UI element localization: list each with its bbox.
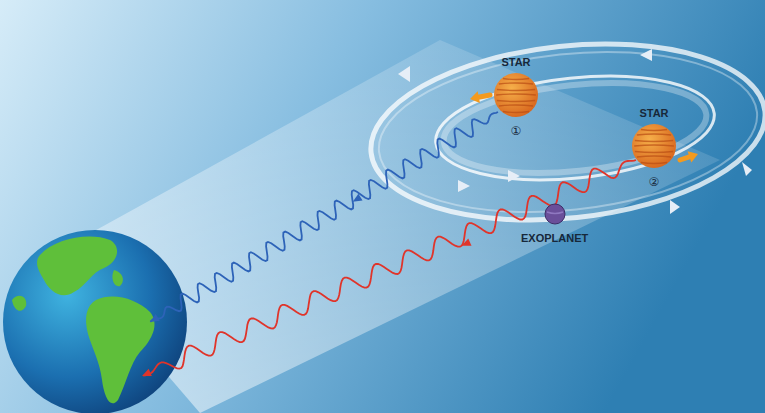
node-label: EXOPLANET <box>521 232 588 245</box>
disc-holder <box>543 202 567 230</box>
wave-arrowhead <box>142 369 152 376</box>
star-node: STAR ① <box>492 56 540 138</box>
disc-holder <box>492 71 540 123</box>
planet-node: EXOPLANET <box>521 200 588 245</box>
light-wave <box>143 160 636 376</box>
planet-disc <box>543 202 567 226</box>
light-wave <box>150 112 498 322</box>
wave-arrowhead <box>150 314 160 322</box>
disc-holder <box>630 122 678 174</box>
wave-arrowhead <box>353 194 363 202</box>
star-disc <box>492 71 540 119</box>
orbits <box>362 26 765 238</box>
orbit-direction-arrows <box>398 49 752 214</box>
earth <box>3 230 187 413</box>
node-label: STAR <box>639 107 668 120</box>
motion-arrow <box>470 91 490 103</box>
motion-arrow <box>680 151 698 162</box>
callout-number: ② <box>649 176 660 189</box>
node-label: STAR <box>501 56 530 69</box>
star-disc <box>630 122 678 170</box>
star-node: STAR ② <box>630 107 678 189</box>
wave-arrowhead <box>462 238 472 245</box>
callout-number: ① <box>511 125 522 138</box>
